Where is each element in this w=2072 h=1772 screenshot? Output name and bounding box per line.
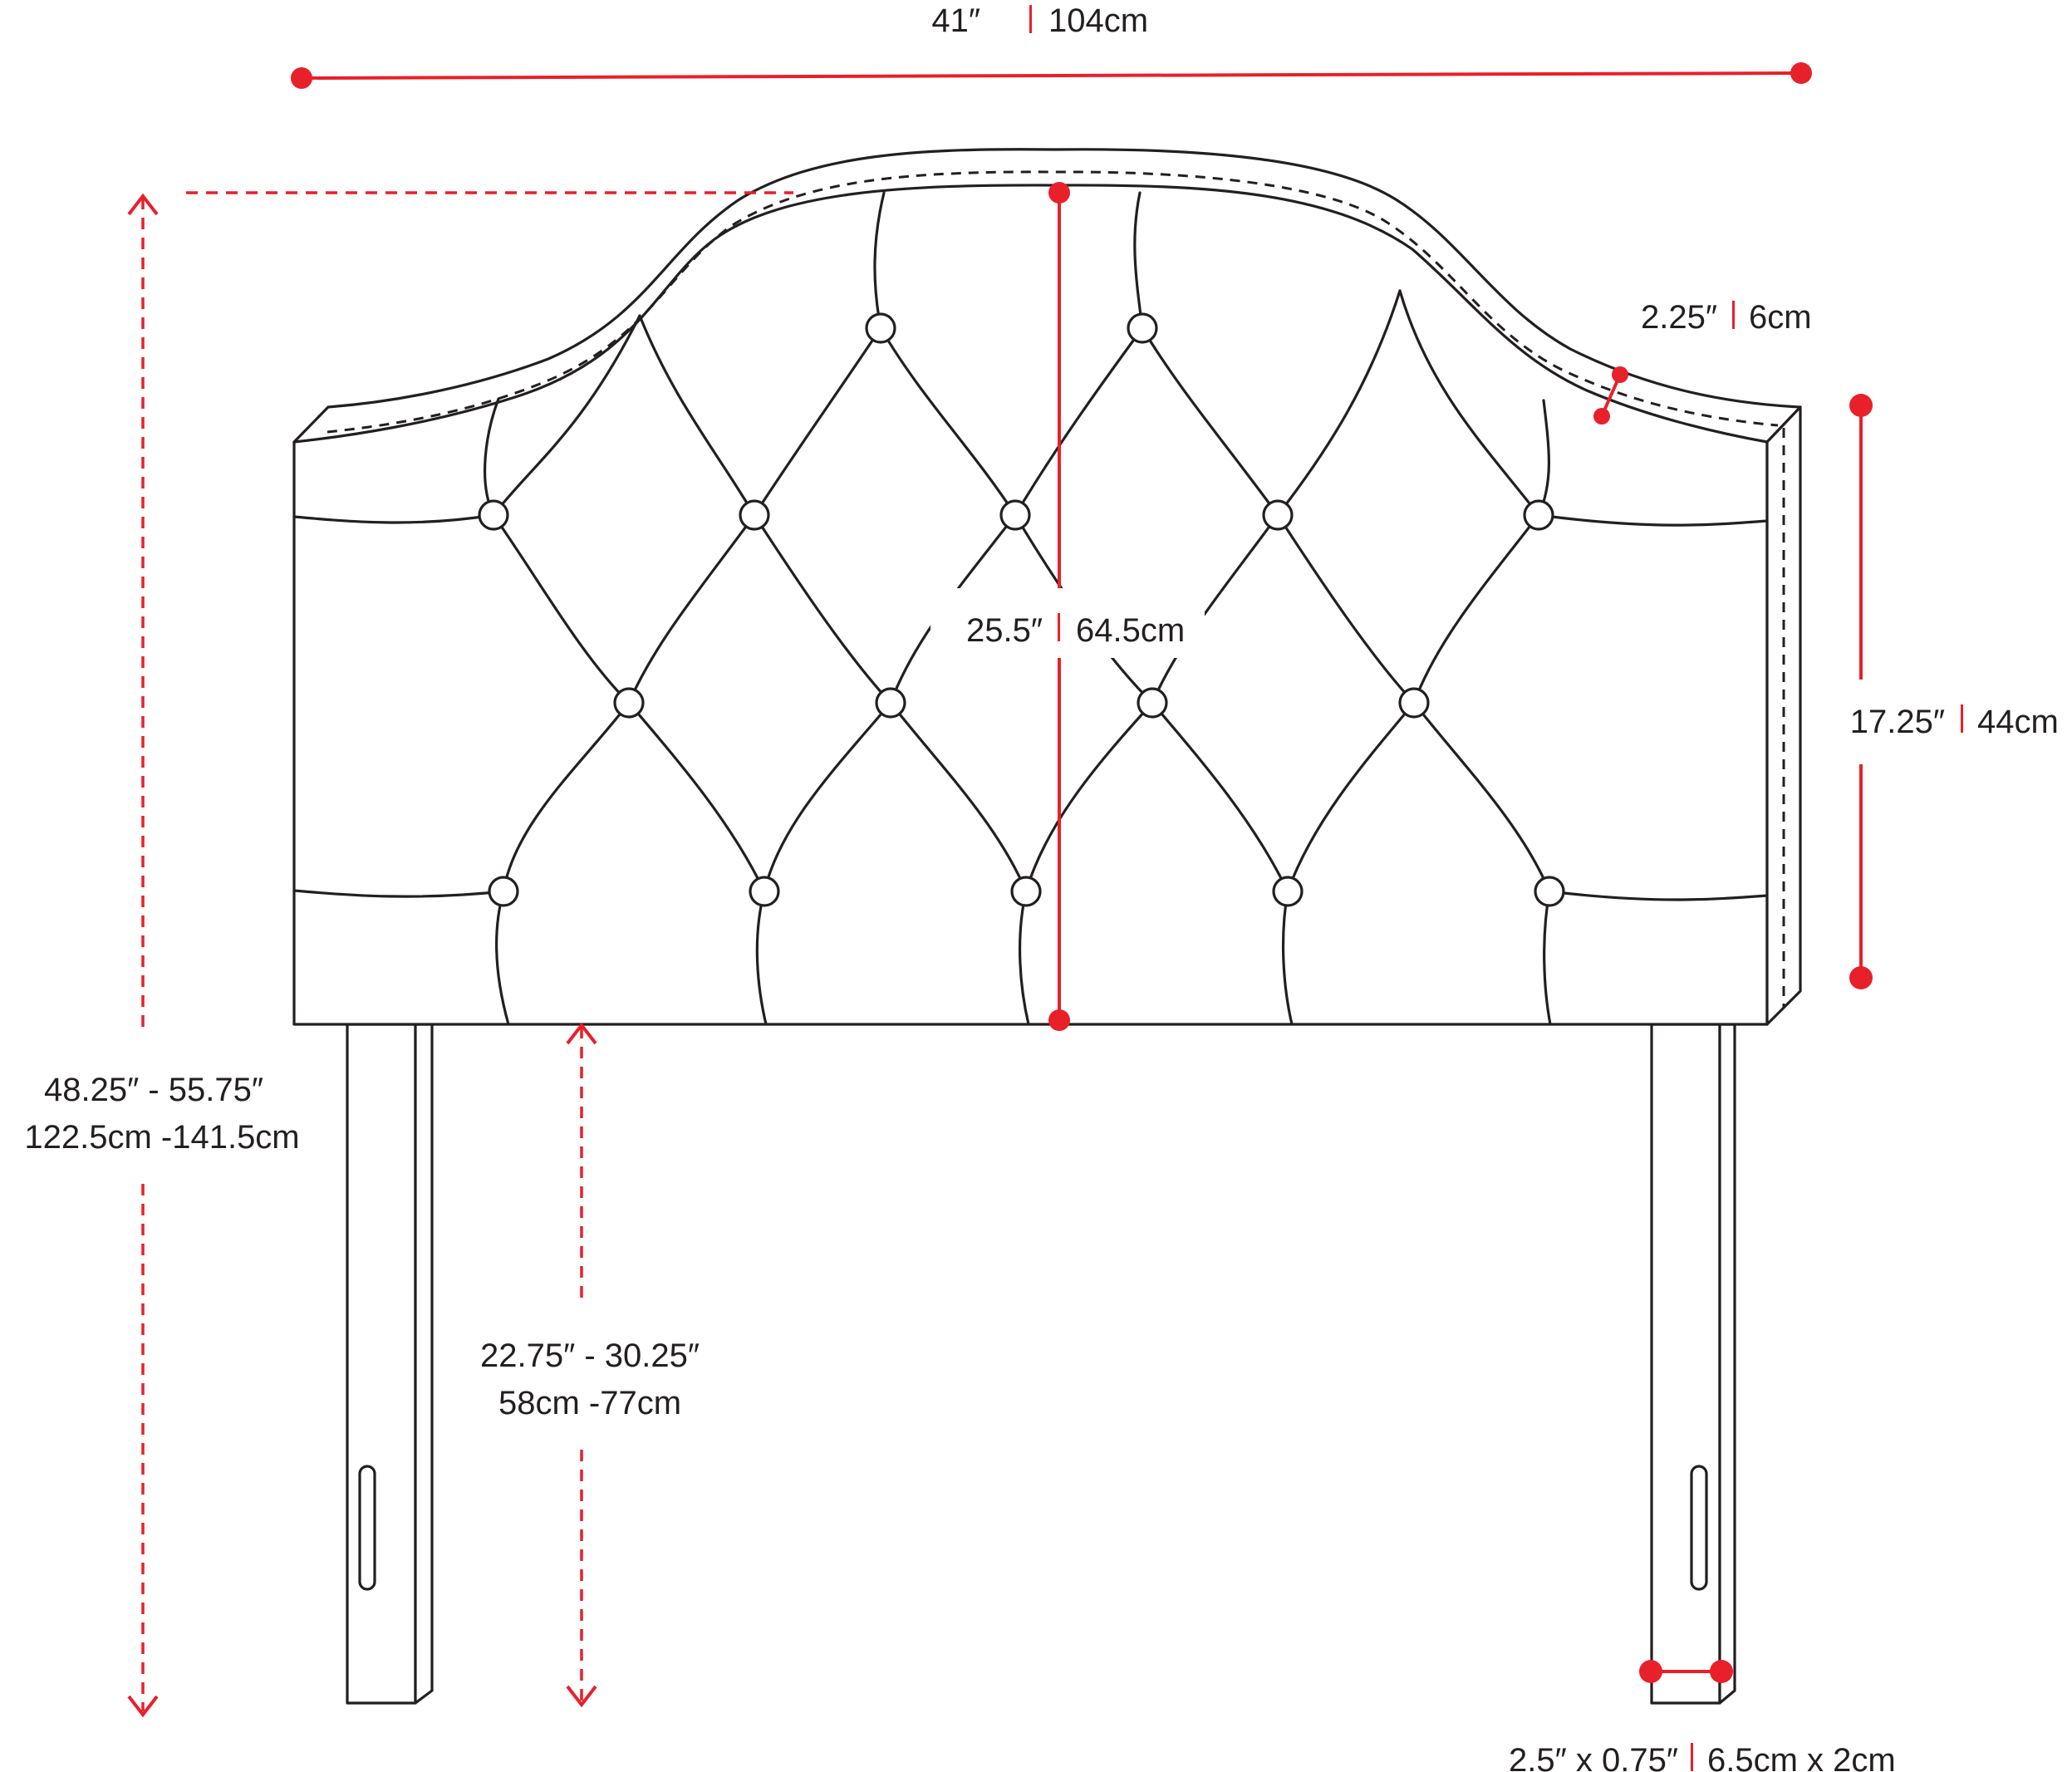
width-imperial-label: 41″ — [931, 2, 980, 39]
width-dimension: 41″ 104cm — [291, 2, 1812, 89]
panel-height-dimension: 25.5″ 64.5cm — [930, 182, 1205, 1031]
total-height-metric-label: 122.5cm -141.5cm — [24, 1119, 299, 1156]
width-separator — [1029, 5, 1032, 33]
headboard-panel — [292, 148, 1802, 1026]
side-height-separator — [1961, 704, 1963, 733]
thickness-imperial-label: 2.25″ — [1641, 299, 1717, 336]
thickness-separator — [1732, 301, 1735, 329]
left-leg — [346, 1023, 434, 1705]
leg-size-metric-label: 6.5cm x 2cm — [1707, 1742, 1896, 1772]
side-height-imperial-label: 17.25″ — [1850, 704, 1945, 740]
tufting-lines — [292, 191, 1769, 1026]
panel-height-metric-label: 64.5cm — [1076, 612, 1185, 649]
thickness-dimension: 2.25″ 6cm — [1593, 299, 1812, 425]
leg-height-metric-label: 58cm -77cm — [498, 1385, 681, 1421]
leg-size-dimension: 2.5″ x 0.75″ 6.5cm x 2cm — [1509, 1660, 1896, 1772]
panel-height-separator — [1058, 613, 1060, 641]
width-metric-label: 104cm — [1048, 2, 1148, 39]
leg-height-dimension: 22.75″ - 30.25″ 58cm -77cm — [480, 1022, 700, 1708]
leg-size-separator — [1691, 1743, 1693, 1771]
total-height-imperial-label: 48.25″ - 55.75″ — [44, 1072, 263, 1108]
side-height-metric-label: 44cm — [1977, 704, 2059, 740]
leg-height-imperial-label: 22.75″ - 30.25″ — [480, 1338, 700, 1374]
panel-height-imperial-label: 25.5″ — [966, 612, 1043, 649]
thickness-metric-label: 6cm — [1749, 299, 1812, 336]
total-height-dimension: 48.25″ - 55.75″ 122.5cm -141.5cm — [24, 191, 793, 1718]
tuft-buttons — [478, 312, 1565, 907]
right-leg — [1650, 1023, 1736, 1705]
leg-size-imperial-label: 2.5″ x 0.75″ — [1509, 1742, 1678, 1772]
side-height-dimension: 17.25″ 44cm — [1849, 394, 2059, 989]
